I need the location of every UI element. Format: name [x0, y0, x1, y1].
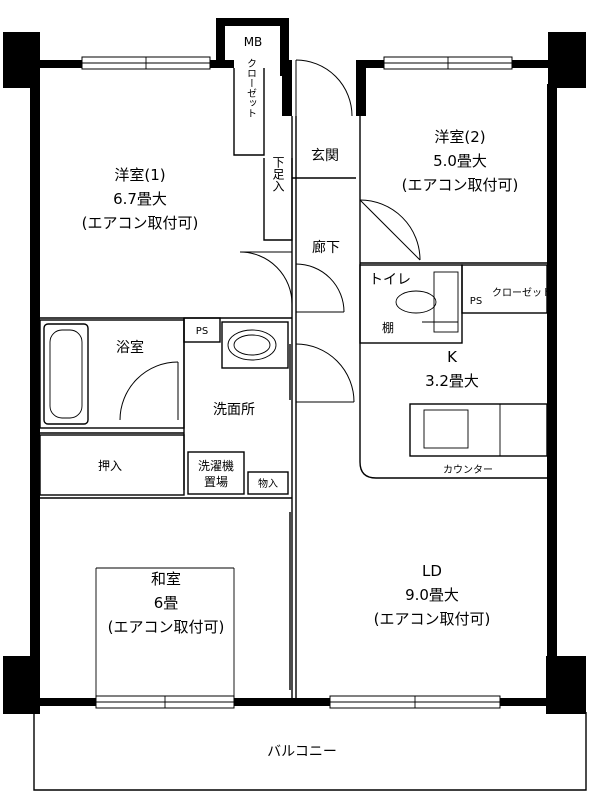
ld-ac: (エアコン取付可)	[374, 610, 491, 628]
room2-ac: (エアコン取付可)	[402, 176, 519, 194]
ps-room2-label: PS	[470, 296, 482, 307]
washitsu-size: 6畳	[154, 594, 179, 612]
mb-label: MB	[244, 35, 263, 49]
shelf-label: 棚	[382, 320, 394, 335]
room2-size: 5.0畳大	[433, 152, 487, 170]
laundry-label-2: 置場	[204, 475, 228, 489]
toilet-label: トイレ	[369, 272, 411, 288]
bathtub	[43, 323, 89, 425]
laundry-label-1: 洗濯機	[198, 458, 234, 473]
room1-ac: (エアコン取付可)	[82, 214, 199, 232]
washitsu-ac: (エアコン取付可)	[108, 618, 225, 636]
bath-label: 浴室	[116, 339, 144, 356]
washroom-label: 洗面所	[213, 402, 255, 418]
doors	[119, 59, 421, 690]
ps-bath-label: PS	[196, 326, 208, 337]
balcony-outline	[33, 712, 587, 791]
closet-vertical-label: クローゼット	[245, 58, 257, 118]
closet-label: クローゼット	[492, 287, 552, 299]
toilet-fixture	[395, 271, 459, 333]
genkan-label: 玄関	[311, 147, 339, 164]
hallway-label: 廊下	[312, 239, 340, 256]
balcony-label: バルコニー	[267, 744, 337, 760]
storage-label: 物入	[258, 477, 278, 490]
room-labels: MB クローゼット 玄関 下足入 洋室(1) 6.7畳大 (エアコン取付可) 洋…	[82, 35, 552, 760]
room1-size: 6.7畳大	[113, 190, 167, 208]
washitsu-label: 和室	[151, 570, 181, 588]
windows	[81, 56, 513, 709]
outer-walls	[3, 18, 586, 714]
ld-size: 9.0畳大	[405, 586, 459, 604]
oshiire-label: 押入	[98, 459, 122, 473]
room2-name: 洋室(2)	[434, 128, 485, 146]
ld-label: LD	[422, 562, 442, 580]
kitchen-size: 3.2畳大	[425, 372, 479, 390]
interior-walls	[39, 68, 548, 700]
counter-label: カウンター	[443, 464, 493, 476]
room1-name: 洋室(1)	[114, 166, 165, 184]
geta-label: 下足入	[271, 156, 285, 192]
kitchen-label: K	[447, 348, 458, 366]
